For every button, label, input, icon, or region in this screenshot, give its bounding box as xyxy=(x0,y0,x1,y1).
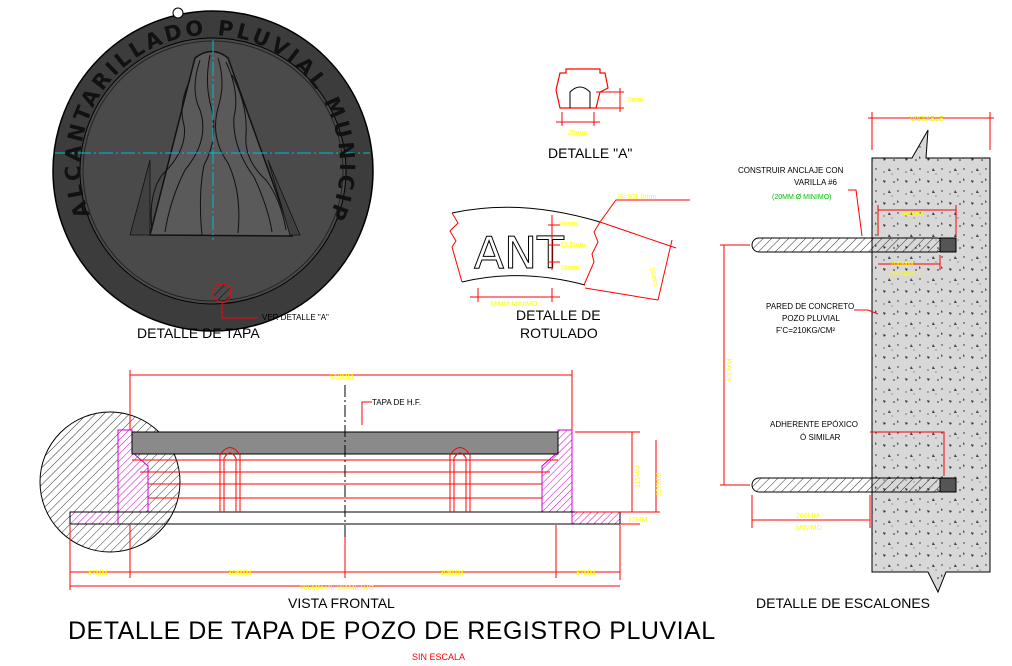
detalle-a-width: 25mm xyxy=(568,130,588,137)
esc-anclaje-2: VARILLA #6 xyxy=(794,178,838,187)
esc-dim-145: 145MM xyxy=(900,211,924,218)
main-title: DETALLE DE TAPA DE POZO DE REGISTRO PLUV… xyxy=(68,617,716,645)
esc-variable: VARIABLE xyxy=(910,116,944,123)
vf-dim-mid2: 306MM xyxy=(440,570,464,577)
esc-epoxico-1: ADHERENTE EPÓXICO xyxy=(770,420,858,429)
vf-dim-left: 87MM xyxy=(88,570,108,577)
esc-pared-1: PARED DE CONCRETO xyxy=(766,302,854,311)
detalle-escalones: VARIABLE CONSTRUIR ANCLAJE CON VARILLA #… xyxy=(720,112,994,611)
rotulado-dim-c: 16mm xyxy=(560,265,580,272)
rotulado-dim-a: 16mm xyxy=(558,221,578,228)
vf-dim-right: 87MM xyxy=(576,570,596,577)
rotulado-caption-2: ROTULADO xyxy=(520,325,598,341)
detalle-a: 8mm 25mm DETALLE "A" xyxy=(548,68,644,161)
detalle-a-caption: DETALLE "A" xyxy=(548,145,632,161)
vf-dim-h1: 115MM xyxy=(635,465,642,488)
esc-caption: DETALLE DE ESCALONES xyxy=(756,595,930,611)
scale-note: SIN ESCALA xyxy=(412,652,465,662)
esc-anclaje-1: CONSTRUIR ANCLAJE CON xyxy=(738,166,844,175)
detalle-rotulado: ANT 16mm 12.5mm 16mm 56mm R=301.5mm 18MM… xyxy=(449,194,690,341)
esc-dim-200: 200MM xyxy=(796,513,820,520)
esc-dim-200-min: MINIMO xyxy=(796,525,823,532)
vf-dim-h3: 12MM xyxy=(628,517,648,524)
vf-caption: VISTA FRONTAL xyxy=(288,595,395,611)
rotulado-radius: R=301.5mm xyxy=(618,194,656,201)
esc-pared-3: F'C=210KG/CM² xyxy=(776,326,835,335)
vf-dim-h2: 136MM xyxy=(656,472,663,496)
rotulado-caption-1: DETALLE DE xyxy=(516,307,601,323)
rotulado-dim-b: 12.5mm xyxy=(560,242,585,249)
vf-dim-diameter: 306MM DE DIAMETRO xyxy=(300,585,374,592)
vista-frontal: 612MM TAPA DE H.F. 115MM 136MM 12MM 87MM… xyxy=(39,370,663,611)
vf-dim-top: 612MM xyxy=(330,374,354,381)
vf-dim-mid1: 306MM xyxy=(228,570,252,577)
rotulado-letters: ANT xyxy=(474,228,564,279)
tapa-callout: VER DETALLE "A" xyxy=(262,313,329,322)
tapa-caption: DETALLE DE TAPA xyxy=(137,325,260,341)
rotulado-dim-d: 56mm xyxy=(648,267,659,288)
tapa-detail: ALCANTARILLADO PLUVIAL MUNICIPAL VER DET… xyxy=(0,0,374,341)
rotulado-min-note: 18MM MINIMO xyxy=(490,301,538,308)
esc-anclaje-3: (20MM Ø MINIMO) xyxy=(772,194,832,201)
esc-pared-2: POZO PLUVIAL xyxy=(782,314,840,323)
esc-dim-100-min: (MINIMO) xyxy=(890,271,921,278)
detalle-a-height: 8mm xyxy=(628,97,644,104)
esc-dim-100: 100MM xyxy=(890,261,914,268)
vf-lid-label: TAPA DE H.F. xyxy=(372,398,421,407)
esc-epoxico-2: Ó SIMILAR xyxy=(800,433,841,442)
esc-dim-vertical: 400MM xyxy=(727,358,734,382)
